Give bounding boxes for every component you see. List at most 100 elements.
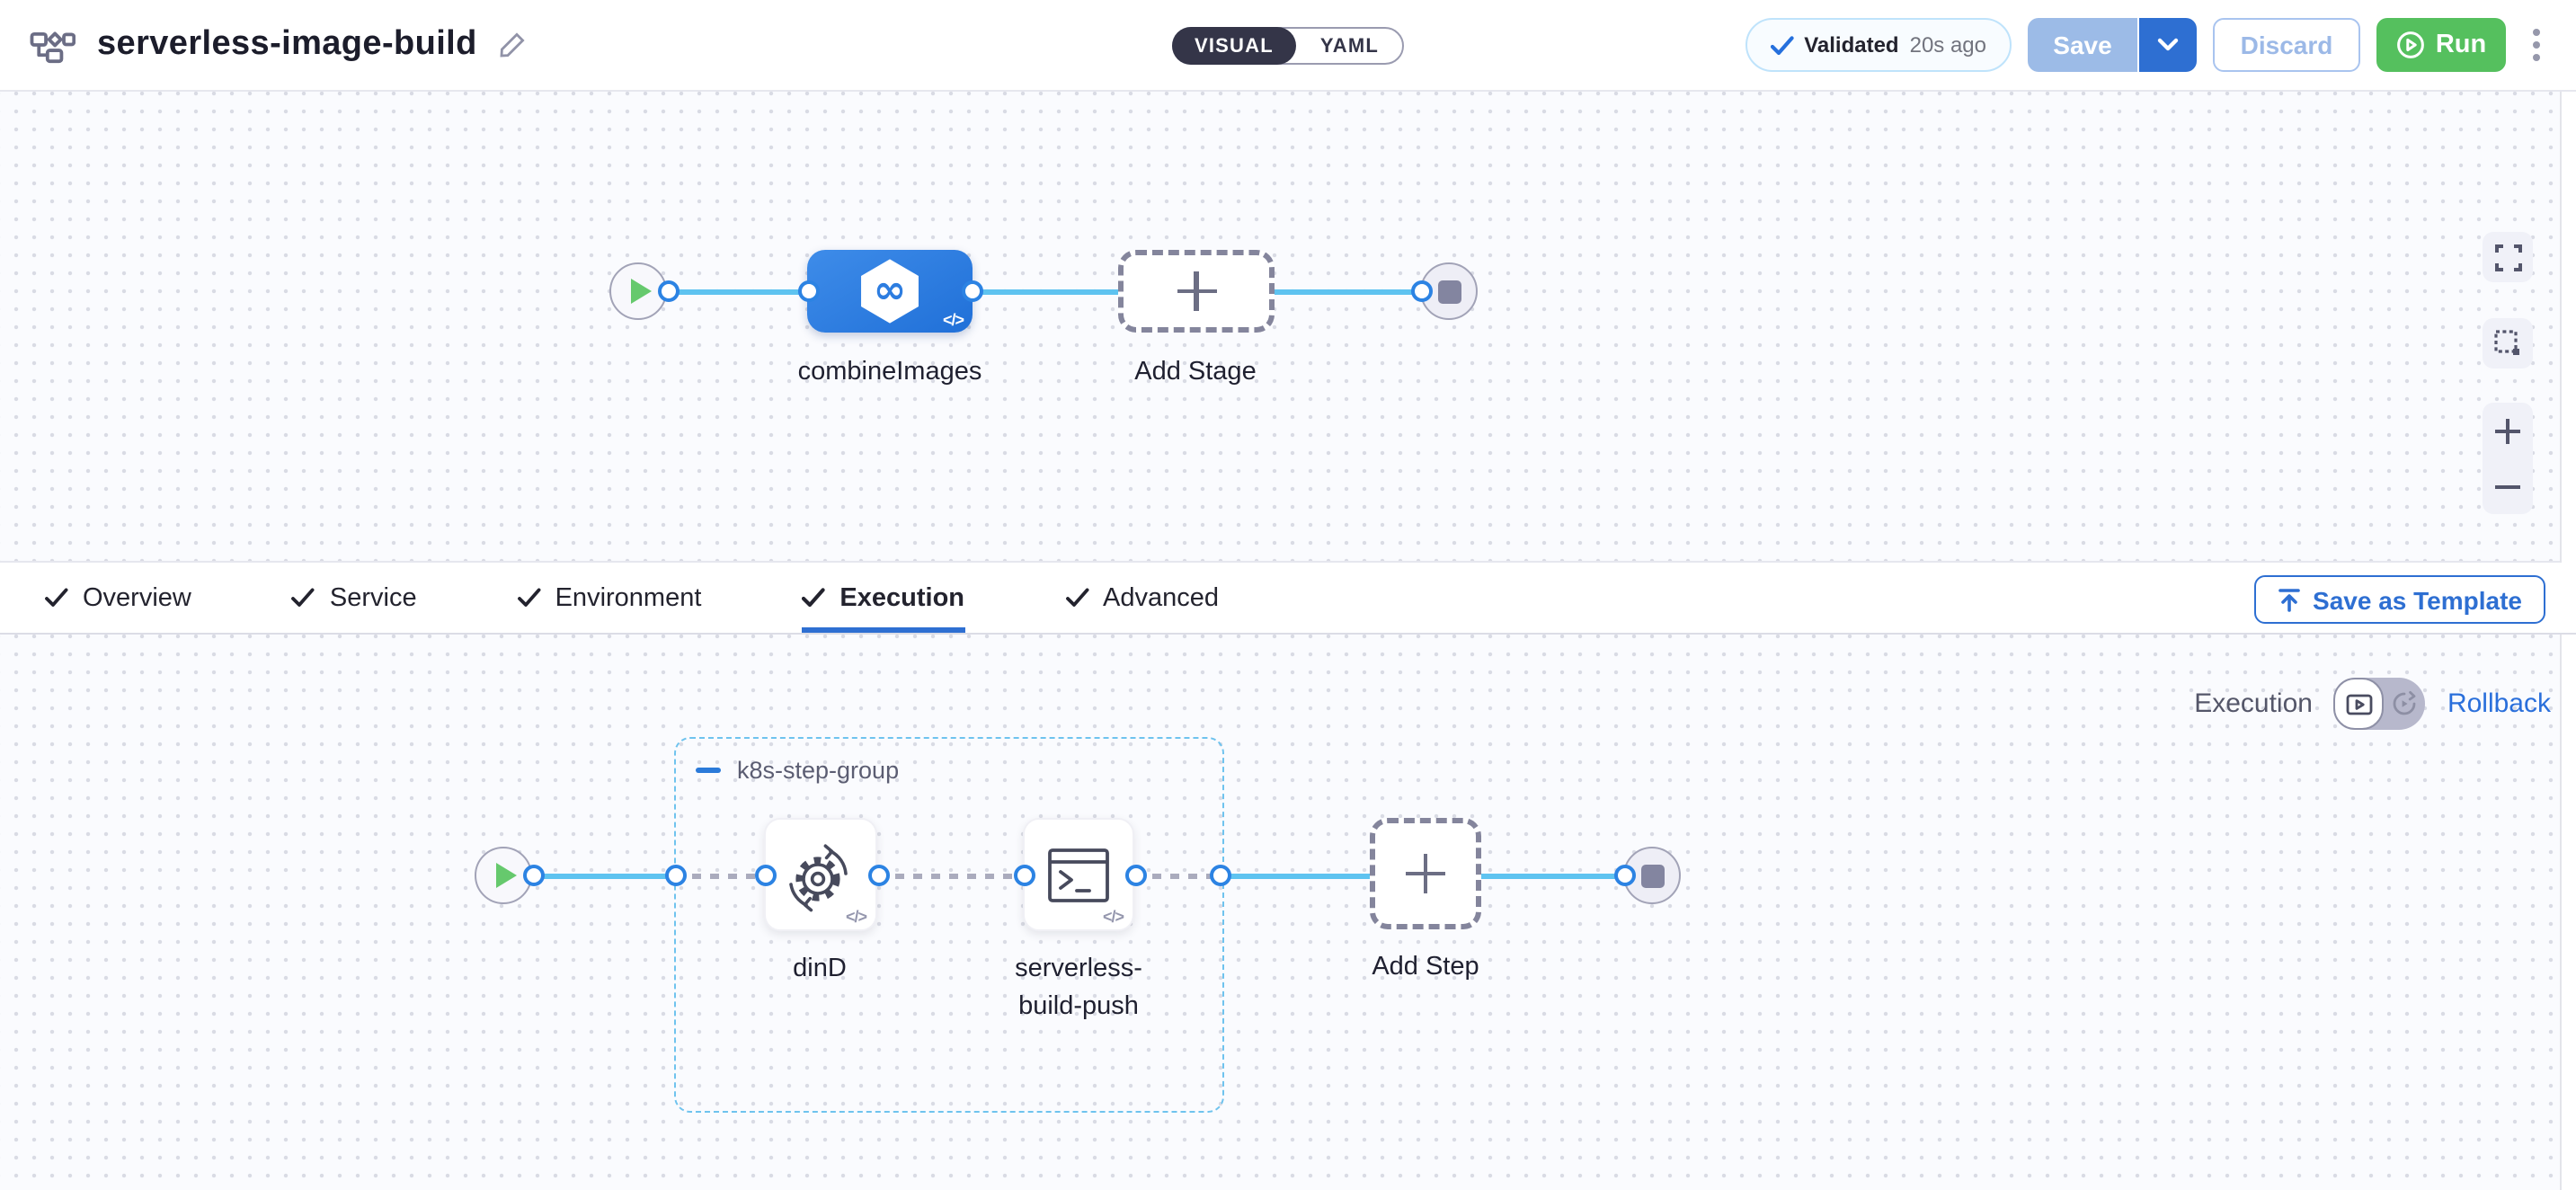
visual-tab[interactable]: VISUAL [1171,27,1297,65]
play-node-icon [630,279,652,304]
add-stage-button[interactable] [1118,250,1275,333]
stage-edge [667,289,1422,294]
zoom-out-button[interactable] [2483,458,2533,514]
page-title: serverless-image-build [97,25,477,63]
port [962,280,983,302]
port [798,280,820,302]
pipeline-start-node [609,262,667,320]
execution-rollback-toggle[interactable] [2333,678,2426,730]
stage-tabs: Overview Service Environment Execution A… [0,563,2576,635]
tab-check-icon [1065,589,1088,608]
add-step-label[interactable]: Add Step [1372,953,1479,981]
execution-mode-bar: Execution [2194,678,2551,730]
save-as-template-button[interactable]: Save as Template [2253,575,2545,624]
port [523,865,545,886]
fit-to-screen-button[interactable] [2483,232,2533,282]
tab-label: Overview [83,583,191,613]
header-actions: Validated 20s ago Save Discard [1745,18,2551,72]
port [658,280,680,302]
collapse-minus-icon[interactable] [696,767,721,774]
pipeline-icon [29,25,76,65]
validated-badge[interactable]: Validated 20s ago [1745,18,2012,72]
tab-label: Environment [555,583,702,613]
port [1014,865,1035,886]
upload-icon [2277,587,2300,612]
step-group-name[interactable]: k8s-step-group [737,757,900,784]
save-options-button[interactable] [2137,18,2197,72]
plus-icon [1177,271,1216,311]
zoom-in-icon [2495,418,2520,443]
execution-edge [532,874,674,878]
tab-execution[interactable]: Execution [802,563,964,633]
gear-sync-icon [781,835,860,914]
add-step-button[interactable] [1370,818,1481,929]
step-group-header: k8s-step-group [696,757,899,784]
ci-hexagon-icon: ∞ [852,253,928,329]
fullscreen-icon [2494,244,2521,271]
rollback-view-segment[interactable] [2385,690,2426,717]
port [1411,280,1433,302]
validated-time: 20s ago [1909,32,1986,58]
discard-button[interactable]: Discard [2213,18,2360,72]
zoom-out-icon [2495,474,2520,499]
edit-pencil-icon[interactable] [499,31,528,59]
execution-canvas[interactable]: Execution [0,635,2576,1190]
tab-advanced[interactable]: Advanced [1065,563,1219,633]
code-badge: </> [845,908,867,926]
stage-node-combineimages[interactable]: ∞ </> [807,250,973,333]
zoom-in-button[interactable] [2483,403,2533,458]
tab-check-icon [802,588,826,608]
step-group-k8s[interactable]: k8s-step-group [674,737,1224,1113]
port [1614,865,1636,886]
plus-icon [1406,854,1445,893]
port [665,865,687,886]
execution-view-segment[interactable] [2333,678,2385,730]
execution-edge-dashed [877,874,1023,878]
tab-environment[interactable]: Environment [517,563,702,633]
tab-label: Advanced [1103,583,1219,613]
kebab-menu-icon[interactable] [2522,18,2551,72]
save-split-button: Save [2028,18,2197,72]
yaml-tab[interactable]: YAML [1319,35,1379,57]
svg-text:∞: ∞ [874,267,907,313]
validated-label: Validated [1804,32,1899,58]
port [1210,865,1231,886]
tab-label: Execution [839,583,964,613]
rollback-view-icon [2392,690,2419,717]
code-badge: </> [942,311,964,329]
port [755,865,777,886]
run-button[interactable]: Run [2376,18,2506,72]
tab-check-icon [517,589,541,608]
add-stage-label[interactable]: Add Stage [1134,358,1257,386]
rollback-link[interactable]: Rollback [2447,688,2551,719]
stage-canvas[interactable]: ∞ </> combineImages Add Stage [0,92,2576,563]
save-button[interactable]: Save [2028,18,2137,72]
port [868,865,890,886]
marquee-select-icon [2493,329,2522,358]
execution-view-icon [2346,693,2373,715]
run-play-icon [2396,31,2425,59]
terminal-icon [1046,846,1111,903]
header: serverless-image-build VISUAL YAML Valid… [0,0,2576,92]
canvas-controls [2483,92,2533,563]
execution-edge-dashed [674,874,764,878]
marquee-select-button[interactable] [2483,318,2533,369]
code-badge: </> [1102,908,1124,926]
stop-node-icon [1640,864,1664,887]
step-name-label[interactable]: serverless-build-push [1015,955,1142,1021]
stage-name-label[interactable]: combineImages [797,358,982,386]
check-icon [1770,35,1793,55]
save-as-template-label: Save as Template [2313,585,2522,614]
step-node-dind[interactable]: </> [764,818,877,931]
execution-edge-dashed [1134,874,1219,878]
tab-label: Service [329,583,417,613]
tab-check-icon [45,589,68,608]
tab-overview[interactable]: Overview [45,563,191,633]
view-mode-toggle: VISUAL YAML [1171,0,1404,92]
chevron-down-icon [2157,38,2179,52]
tab-service[interactable]: Service [291,563,417,633]
port [1125,865,1147,886]
step-name-label[interactable]: dinD [793,955,847,983]
tab-check-icon [291,589,315,608]
step-node-serverless-build-push[interactable]: </> [1023,818,1134,931]
